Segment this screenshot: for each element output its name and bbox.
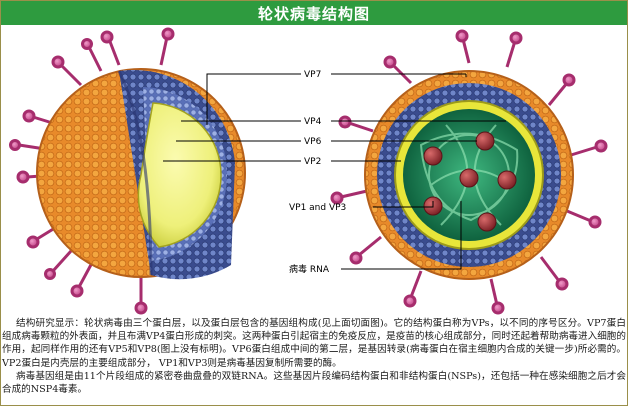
label-vp6: VP6: [304, 137, 322, 147]
label-vp1-vp3: VP1 and VP3: [289, 203, 346, 213]
labels: VP7 VP4 VP6 VP2 VP1 and VP3 病毒 RNA: [289, 70, 346, 275]
callout-lines: [163, 73, 506, 270]
label-rna: 病毒 RNA: [289, 263, 330, 275]
rotavirus-illustration: VP7 VP4 VP6 VP2 VP1 and VP3 病毒 RNA: [1, 25, 627, 315]
left-virion: [9, 27, 246, 315]
description-paragraph-1: 结构研究显示：轮状病毒由三个蛋白层，以及蛋白层包含的基因组构成(见上面切面图)。…: [2, 318, 626, 369]
label-vp7: VP7: [304, 70, 321, 80]
label-vp2: VP2: [304, 157, 321, 167]
vp4-spikes-right: [330, 29, 608, 315]
page-title: 轮状病毒结构图: [1, 1, 627, 25]
core-left: [137, 102, 222, 248]
description: 结构研究显示：轮状病毒由三个蛋白层，以及蛋白层包含的基因组构成(见上面切面图)。…: [2, 317, 626, 405]
right-virion: [330, 29, 608, 315]
label-vp4: VP4: [304, 117, 322, 127]
description-paragraph-2: 病毒基因组是由11个片段组成的紧密卷曲盘叠的双链RNA。这些基因片段编码结构蛋白…: [2, 370, 626, 396]
